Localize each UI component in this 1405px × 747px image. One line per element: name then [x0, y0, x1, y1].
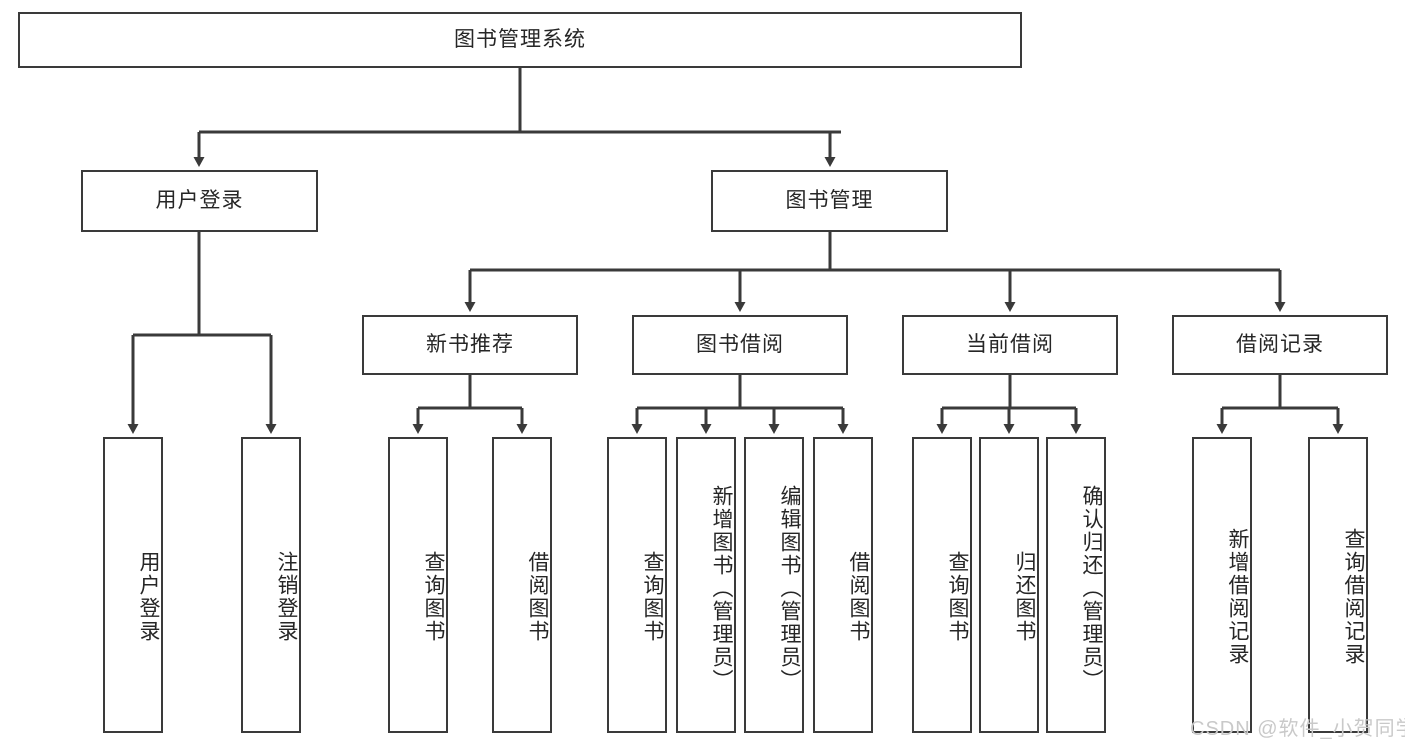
watermark: CSDN @软件_小贺同学: [1190, 718, 1405, 740]
node-new-book-recommend[interactable]: 新书推荐: [362, 315, 578, 375]
leaf-confirm-return-label: 确认归还（管理员）: [1080, 484, 1103, 692]
leaf-borrow-book-2[interactable]: 借阅图书: [813, 437, 873, 733]
node-book-management[interactable]: 图书管理: [711, 170, 948, 232]
node-book-management-label: 图书管理: [785, 189, 874, 213]
node-book-borrow-label: 图书借阅: [696, 333, 784, 357]
node-user-login-label: 用户登录: [155, 189, 244, 213]
leaf-query-record[interactable]: 查询借阅记录: [1308, 437, 1368, 733]
node-current-borrow[interactable]: 当前借阅: [902, 315, 1118, 375]
leaf-query-book-1[interactable]: 查询图书: [388, 437, 448, 733]
leaf-query-book-3[interactable]: 查询图书: [912, 437, 972, 733]
node-book-borrow[interactable]: 图书借阅: [632, 315, 848, 375]
node-new-book-recommend-label: 新书推荐: [426, 333, 514, 357]
leaf-add-book[interactable]: 新增图书（管理员）: [676, 437, 736, 733]
leaf-query-book-2[interactable]: 查询图书: [607, 437, 667, 733]
leaf-return-book[interactable]: 归还图书: [979, 437, 1039, 733]
node-user-login[interactable]: 用户登录: [81, 170, 318, 232]
leaf-borrow-book-1[interactable]: 借阅图书: [492, 437, 552, 733]
leaf-borrow-book-1-label: 借阅图书: [526, 551, 549, 643]
leaf-add-record-label: 新增借阅记录: [1226, 528, 1249, 666]
leaf-borrow-book-2-label: 借阅图书: [847, 551, 870, 643]
leaf-user-login[interactable]: 用户登录: [103, 437, 163, 733]
leaf-query-record-label: 查询借阅记录: [1342, 528, 1365, 666]
node-current-borrow-label: 当前借阅: [966, 333, 1054, 357]
leaf-query-book-2-label: 查询图书: [641, 551, 664, 643]
leaf-user-logout[interactable]: 注销登录: [241, 437, 301, 733]
leaf-return-book-label: 归还图书: [1013, 551, 1036, 643]
leaf-user-login-label: 用户登录: [137, 551, 160, 643]
leaf-edit-book-label: 编辑图书（管理员）: [778, 484, 801, 692]
node-borrow-record-label: 借阅记录: [1236, 333, 1324, 357]
leaf-confirm-return[interactable]: 确认归还（管理员）: [1046, 437, 1106, 733]
leaf-user-logout-label: 注销登录: [275, 551, 298, 643]
node-root-system[interactable]: 图书管理系统: [18, 12, 1022, 68]
node-root-label: 图书管理系统: [454, 28, 586, 52]
node-borrow-record[interactable]: 借阅记录: [1172, 315, 1388, 375]
leaf-add-record[interactable]: 新增借阅记录: [1192, 437, 1252, 733]
leaf-edit-book[interactable]: 编辑图书（管理员）: [744, 437, 804, 733]
leaf-add-book-label: 新增图书（管理员）: [710, 484, 733, 692]
leaf-query-book-1-label: 查询图书: [422, 551, 445, 643]
leaf-query-book-3-label: 查询图书: [946, 551, 969, 643]
